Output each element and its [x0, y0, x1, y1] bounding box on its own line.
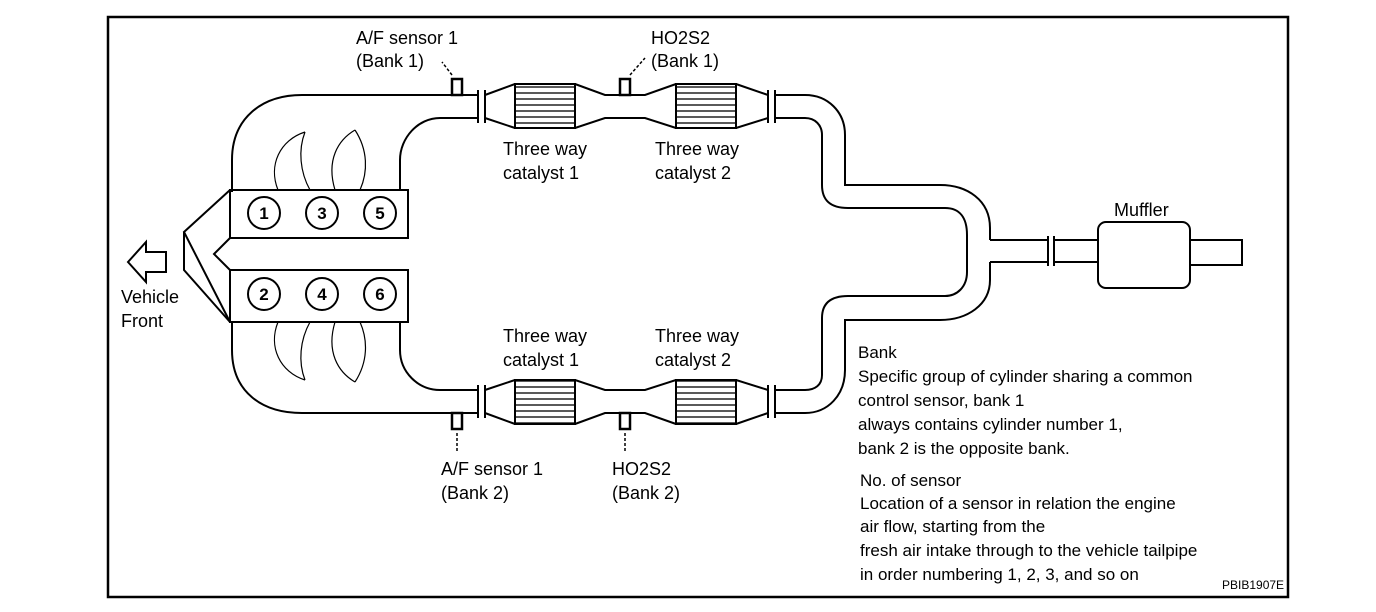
sensor-note-line-2: air flow, starting from the [860, 517, 1045, 536]
af-sensor-bank1-label-line1: A/F sensor 1 [356, 28, 458, 48]
ho2s2-bank1-label-line1: HO2S2 [651, 28, 710, 48]
cylinder-2: 2 [247, 277, 281, 311]
bank2-catalyst-1-label-line2: catalyst 1 [503, 350, 579, 370]
ho2s2-bank2-label-line2: (Bank 2) [612, 483, 680, 503]
bank1-catalyst-1-label-line1: Three way [503, 139, 587, 159]
bank2-catalyst-2-label-line2: catalyst 2 [655, 350, 731, 370]
bank-note-line-3: always contains cylinder number 1, [858, 415, 1123, 434]
bank-note-line-2: control sensor, bank 1 [858, 391, 1024, 410]
af-sensor-bank1-label-line2: (Bank 1) [356, 51, 424, 71]
sensor-note-line-1: Location of a sensor in relation the eng… [860, 494, 1176, 513]
engine-block [182, 189, 409, 323]
svg-text:6: 6 [375, 285, 384, 304]
cylinder-1: 1 [247, 196, 281, 230]
bank2-manifold-runners [273, 321, 367, 383]
bank2-catalyst-2 [675, 379, 737, 425]
bank2-catalyst-1-label-line1: Three way [503, 326, 587, 346]
bank-note-line-1: Specific group of cylinder sharing a com… [858, 367, 1193, 386]
vehicle-front-label-line1: Vehicle [121, 287, 179, 307]
tailpipe [990, 236, 1243, 266]
bank1-catalyst-2-label-line2: catalyst 2 [655, 163, 731, 183]
cylinder-6: 6 [363, 277, 397, 311]
bank-note-line-4: bank 2 is the opposite bank. [858, 439, 1070, 458]
sensor-note-line-3: fresh air intake through to the vehicle … [860, 541, 1197, 560]
bank1-catalyst-2-label-line1: Three way [655, 139, 739, 159]
sensor-note-title: No. of sensor [860, 471, 961, 490]
af-sensor-bank2-icon [450, 411, 464, 452]
ho2s2-bank2-icon [618, 411, 632, 452]
cylinder-4: 4 [305, 277, 339, 311]
bank1-catalyst-1 [514, 83, 576, 129]
cylinder-5: 5 [363, 196, 397, 230]
af-sensor-bank1-icon [441, 61, 464, 97]
bank1-catalyst-2 [675, 83, 737, 129]
bank1-catalyst-1-label-line2: catalyst 1 [503, 163, 579, 183]
svg-text:1: 1 [259, 204, 268, 223]
svg-text:2: 2 [259, 285, 268, 304]
vehicle-front-arrow-icon [126, 239, 167, 285]
vehicle-front-label-line2: Front [121, 311, 163, 331]
bank-note-title: Bank [858, 343, 897, 362]
sensor-note-line-4: in order numbering 1, 2, 3, and so on [860, 565, 1139, 584]
af-sensor-bank2-label-line1: A/F sensor 1 [441, 459, 543, 479]
bank2-catalyst-2-label-line1: Three way [655, 326, 739, 346]
bank1-manifold-runners [273, 129, 367, 191]
bank1-exhaust-pipe [231, 83, 991, 414]
af-sensor-bank2-label-line2: (Bank 2) [441, 483, 509, 503]
diagram-frame [106, 15, 1290, 599]
cylinder-3: 3 [305, 196, 339, 230]
ho2s2-bank1-label-line2: (Bank 1) [651, 51, 719, 71]
figure-code: PBIB1907E [1222, 578, 1284, 592]
bank2-exhaust-pipe [231, 322, 776, 425]
ho2s2-bank1-icon [618, 57, 646, 97]
ho2s2-bank2-label-line1: HO2S2 [612, 459, 671, 479]
bank2-catalyst-1 [514, 379, 576, 425]
svg-text:3: 3 [317, 204, 326, 223]
svg-text:5: 5 [375, 204, 384, 223]
muffler [1097, 221, 1191, 289]
svg-text:4: 4 [317, 285, 327, 304]
muffler-label: Muffler [1114, 200, 1169, 220]
